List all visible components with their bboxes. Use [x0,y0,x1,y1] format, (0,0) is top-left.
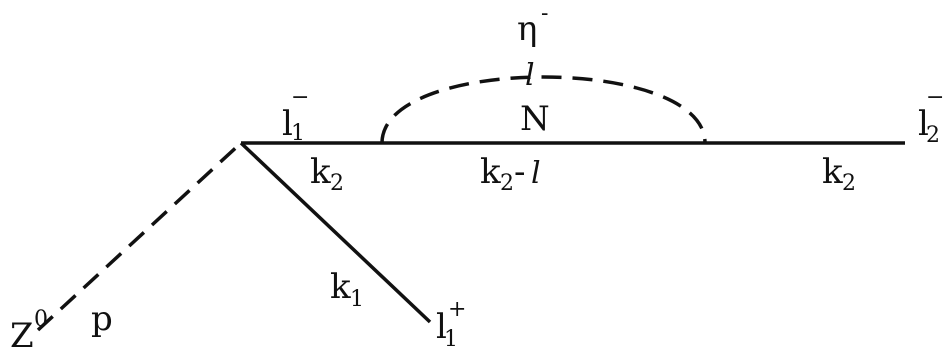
svg-text:2: 2 [926,123,940,148]
svg-text:l: l [436,307,447,347]
label-l1-minus: l 1 − [282,85,309,146]
svg-text:η: η [517,9,537,49]
label-loop-momentum: l [525,58,535,93]
svg-text:l: l [918,104,929,144]
svg-text:1: 1 [444,327,458,352]
svg-text:Z: Z [10,316,34,356]
z0-propagator-line [36,141,243,332]
label-l2-minus: l 2 − [918,85,944,148]
svg-text:0: 0 [34,307,48,332]
eta-loop-arc [380,75,707,144]
label-l1-plus: l 1 + [436,297,466,352]
svg-text:2: 2 [842,171,856,196]
svg-text:1: 1 [291,121,305,146]
svg-text:+: + [448,297,466,322]
label-k2-left: k 2 [310,152,344,196]
svg-text:l: l [282,104,293,144]
label-p: p [91,299,113,339]
svg-text:k: k [480,152,501,192]
svg-text:k: k [330,267,351,307]
label-z0: Z 0 [10,307,48,356]
svg-text:l: l [531,156,541,191]
l1-plus-line [239,141,432,324]
svg-text:-: - [541,1,548,26]
label-k1: k 1 [330,267,364,312]
svg-text:k: k [310,152,331,192]
label-k2-right: k 2 [822,152,856,196]
svg-text:−: − [291,85,309,110]
svg-text:2: 2 [500,171,514,196]
svg-text:2: 2 [330,171,344,196]
svg-text:k: k [822,152,843,192]
label-k2-minus-l: k 2 - l [480,152,541,196]
svg-text:-: - [514,152,526,192]
label-eta-minus: η - [517,1,548,49]
label-nucleon: N [520,99,550,139]
svg-text:1: 1 [350,287,364,312]
svg-text:−: − [926,85,944,110]
